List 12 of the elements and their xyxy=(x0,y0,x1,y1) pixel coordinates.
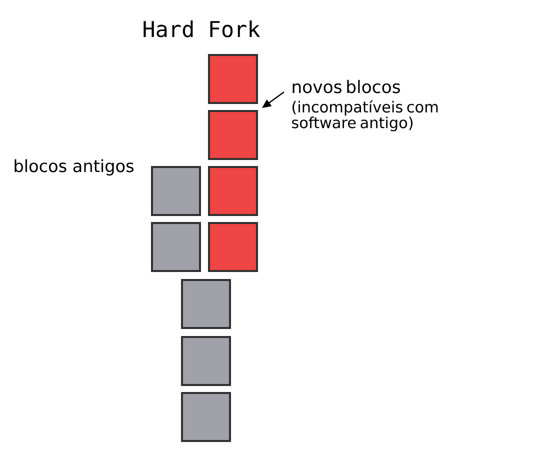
label-text: blocos antigos xyxy=(14,159,134,176)
block xyxy=(208,54,258,104)
block xyxy=(208,222,258,272)
title: Hard Fork xyxy=(144,20,260,38)
block xyxy=(151,222,201,272)
block xyxy=(208,166,258,216)
block xyxy=(208,110,258,160)
block xyxy=(181,392,231,442)
block xyxy=(181,336,231,386)
block xyxy=(181,279,231,329)
annotation-text: novos blocos (incompatíveis com software antigo) xyxy=(292,80,438,132)
block xyxy=(151,166,201,216)
